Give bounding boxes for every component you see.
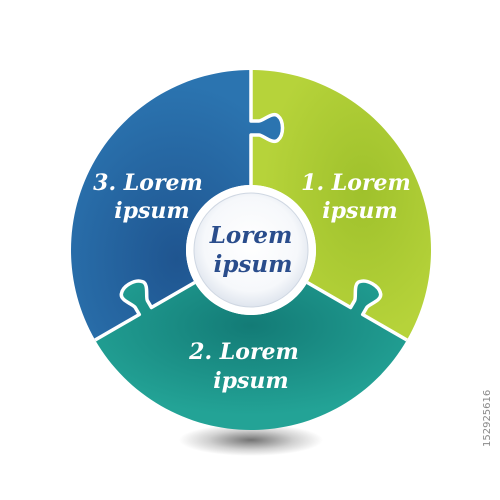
piece-2-label-line2: ipsum <box>213 368 288 394</box>
piece-3-label-line2: ipsum <box>114 198 189 224</box>
piece-3-label-line1: 3. Lorem <box>93 170 203 196</box>
center-label-line2: ipsum <box>214 251 293 278</box>
piece-1-label-line2: ipsum <box>322 198 397 224</box>
center-label-line1: Lorem <box>209 222 293 249</box>
ground-shadow <box>179 424 323 456</box>
puzzle-piece-1 <box>251 70 431 340</box>
piece-1-label-line1: 1. Lorem <box>301 170 411 196</box>
divider-left <box>94 279 196 342</box>
stock-id: 152925616 <box>482 390 493 447</box>
puzzle-piece-3 <box>71 70 283 340</box>
center-hub <box>193 192 309 308</box>
divider-top <box>249 70 285 185</box>
puzzle-piece-2 <box>95 281 407 430</box>
divider-right <box>306 279 408 342</box>
piece-2-label-line1: 2. Lorem <box>188 339 299 365</box>
